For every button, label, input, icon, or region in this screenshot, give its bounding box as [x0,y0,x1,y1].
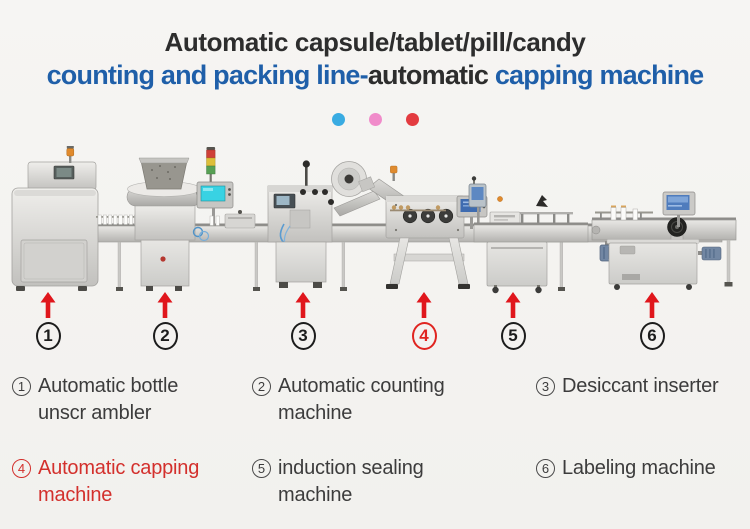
up-arrow-icon [644,292,660,318]
legend-label-1: Automatic bottle unscr ambler [38,375,179,424]
circled-number-6: 6 [639,322,665,350]
legend-item-5: 5 induction sealing machine [252,455,536,509]
machine-2-light-tower [206,147,216,186]
circled-number-5: 5 [500,322,526,350]
conveyor-accessories [192,210,256,242]
marker-2: 2 [150,292,180,350]
machine-2-control-panel [196,181,234,226]
legend-number-2: 2 [252,377,271,396]
legend-number-1: 1 [12,377,31,396]
circled-number-1: 1 [35,322,61,350]
machine-2-hopper [138,157,190,190]
legend-item-2: 2 Automatic counting machine [252,373,536,427]
circled-number-3: 3 [290,322,316,350]
machine-6-side-motor [701,246,722,261]
circled-number-2: 2 [152,322,178,350]
title-part-blue2: capping machine [494,60,704,90]
machine-1-bottle-unscrambler [11,146,99,291]
dot-pink-icon [368,113,382,126]
machine-2-counting-machine [126,147,234,291]
dot-blue-icon [331,113,345,126]
page-title-line2: counting and packing line-automatic capp… [0,60,750,91]
up-arrow-icon [416,292,432,318]
legend-label-2: Automatic counting machine [278,375,445,424]
legend-number-4: 4 [12,459,31,478]
marker-4: 4 [409,292,439,350]
machine-3-screen [273,193,296,209]
machine-1-screen [53,165,75,180]
bottles-on-conveyor [96,214,142,225]
machine-5-sealing-head [489,211,521,226]
machine-5-display [468,183,487,226]
up-arrow-icon [295,292,311,318]
packing-line-drawing [11,146,737,294]
legend-label-5: induction sealing machine [278,457,424,506]
legend-label-4: Automatic capping machine [38,457,200,506]
machine-6-control-panel [662,191,696,227]
legend-item-6: 6 Labeling machine [536,455,742,509]
legend-item-3: 3 Desiccant inserter [536,373,742,427]
machine-5-induction-sealer [468,183,589,294]
machine-3-film-reel [331,161,367,197]
title-part-blue1: counting and packing line- [46,60,369,90]
legend-item-1: 1 Automatic bottle unscr ambler [12,373,252,427]
legend-number-6: 6 [536,459,555,478]
legend-number-3: 3 [536,377,555,396]
machine-3-desiccant-inserter [267,160,381,288]
up-arrow-icon [40,292,56,318]
decorative-dots [0,113,750,126]
marker-3: 3 [288,292,318,350]
machine-3-chute [333,190,381,217]
dot-red-icon [405,113,419,126]
up-arrow-icon [505,292,521,318]
machine-1-beacon-light [66,146,75,163]
legend-label-6: Labeling machine [562,457,716,479]
marker-5: 5 [498,292,528,350]
step-markers: 1 2 3 4 5 6 [0,292,750,358]
legend-label-3: Desiccant inserter [562,375,719,397]
legend-number-5: 5 [252,459,271,478]
machine-6-labeling-machine [591,191,737,290]
legend: 1 Automatic bottle unscr ambler 2 Automa… [12,373,742,509]
packing-line-illustration [0,146,750,296]
up-arrow-icon [157,292,173,318]
circled-number-4: 4 [411,322,437,350]
machine-4-capping-heads [402,208,454,224]
marker-6: 6 [637,292,667,350]
title-part-dark: automatic [367,60,495,90]
page-title-line1: Automatic capsule/tablet/pill/candy [164,27,586,57]
marker-1: 1 [33,292,63,350]
legend-item-4: 4 Automatic capping machine [12,455,252,509]
